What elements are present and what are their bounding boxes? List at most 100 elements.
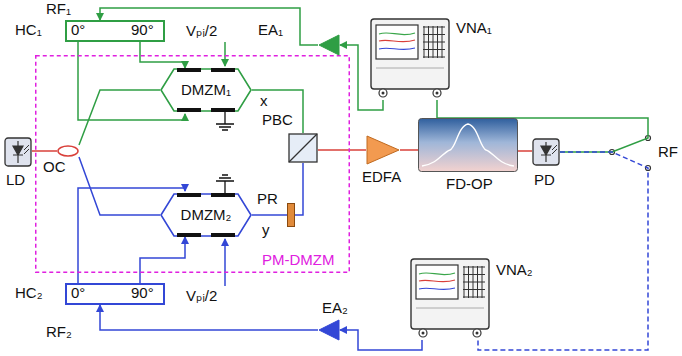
ground-symbol: [216, 175, 234, 193]
rf-cable: [252, 214, 287, 216]
signal-label: x: [260, 93, 268, 109]
drawing-stroke: [476, 332, 479, 335]
modulator-region: PM-DMZM DMZM₁ DMZM₂ OC PBC PR: [35, 55, 350, 273]
drawing-stroke: [383, 89, 437, 90]
node-label: VNA₂: [496, 262, 533, 278]
drawing-stroke: [379, 48, 415, 49]
drawing-stroke: [416, 265, 458, 299]
hybrid-coupler: HC₂0°90°: [65, 283, 165, 305]
port-label: 0°: [71, 22, 85, 38]
drawing-stroke: [66, 284, 164, 304]
drawing-stroke: [422, 124, 514, 166]
drawing-stroke: [411, 259, 489, 329]
laser-diode-outline: [4, 137, 32, 167]
drawing-stroke: [13, 141, 23, 163]
beam-combiner-outline: [288, 133, 318, 163]
electrical-amplifier-outline: [318, 34, 340, 56]
node-label: DMZM₂: [181, 207, 232, 223]
ground-symbol: [216, 112, 234, 130]
laser-diode: LD: [4, 137, 32, 167]
drawing-stroke: [436, 92, 439, 95]
drawing-stroke: [177, 195, 235, 235]
drawing-stroke: [376, 25, 418, 59]
drawing-stroke: [541, 142, 551, 162]
bias-arrow: [224, 239, 226, 286]
rf-cable: [79, 90, 160, 145]
rf-cable: [140, 237, 185, 283]
optical-path: [32, 150, 57, 152]
node-label: OC: [43, 159, 66, 175]
node-label: FD-OP: [446, 176, 493, 192]
node-label: EA₁: [258, 22, 283, 38]
port-label: 0°: [71, 285, 85, 301]
drawing-stroke: [376, 68, 444, 69]
beam-combiner: PBC: [288, 133, 318, 163]
port-label: 90°: [131, 22, 154, 38]
polarization-rotator-outline: [287, 203, 295, 227]
rf-cable: [100, 305, 318, 330]
drawing-stroke: [288, 204, 295, 227]
drawing-stroke: [379, 33, 415, 35]
signal-label: RF₂: [46, 324, 72, 340]
ground-symbol: [216, 112, 234, 193]
node-label: PR: [257, 191, 278, 207]
drawing-stroke: [36, 56, 350, 273]
drawing-stroke: [371, 19, 449, 89]
drawing-stroke: [58, 146, 78, 156]
drawing-stroke: [419, 329, 427, 337]
drawing-stroke: [379, 40, 415, 42]
port-label: 90°: [131, 285, 154, 301]
node-label: PM-DMZM: [262, 252, 334, 268]
polarization-rotator: PR: [287, 203, 295, 227]
node-label: EA₂: [322, 300, 348, 316]
network-analyzer: VNA₂: [410, 258, 490, 340]
rf-switch: [610, 136, 651, 171]
drawing-stroke: [533, 139, 559, 165]
rf-cable: [295, 163, 303, 215]
drawing-stroke: [422, 332, 425, 335]
signal-label: Vₚᵢ/2: [186, 288, 217, 304]
rf-cable: [252, 90, 303, 133]
rf-cable: [478, 152, 648, 350]
optical-path: [318, 149, 366, 151]
drawing-stroke: [419, 288, 455, 289]
optical-path: [518, 150, 532, 152]
drawing-stroke: [463, 266, 485, 298]
node-label: VNA₁: [456, 20, 492, 36]
drawing-stroke: [419, 280, 455, 282]
optical-amplifier-outline: [366, 135, 400, 165]
drawing-stroke: [161, 194, 251, 236]
node-label: EDFA: [362, 169, 401, 185]
optical-coupler-outline: [57, 145, 79, 157]
drawing-stroke: [379, 89, 387, 97]
drawing-stroke: [382, 92, 385, 95]
drawing-stroke: [289, 134, 317, 162]
drawing-stroke: [367, 136, 399, 164]
electrical-amplifier: EA₂: [318, 319, 340, 341]
drawing-stroke: [319, 35, 339, 55]
electrical-amplifier-outline: [318, 319, 340, 341]
signal-label: RF: [658, 144, 678, 160]
optical-amplifier: EDFA: [366, 135, 400, 165]
electrical-amplifier: EA₁: [318, 34, 340, 56]
rf-cable: [79, 157, 160, 215]
signal-label: y: [262, 222, 270, 238]
signal-label: Vₚᵢ/2: [186, 23, 217, 39]
node-label: PBC: [262, 112, 293, 128]
optical-filter-outline: [418, 118, 518, 172]
drawing-stroke: [289, 134, 317, 162]
drawing-stroke: [423, 329, 477, 330]
photodetector: PD: [532, 138, 560, 166]
node-label: DMZM₁: [181, 82, 231, 98]
drawing-stroke: [419, 273, 455, 275]
drawing-stroke: [423, 26, 445, 58]
optical-coupler: OC: [57, 145, 79, 157]
node-label: HC₁: [15, 22, 42, 38]
drawing-stroke: [177, 70, 235, 110]
drawing-stroke: [66, 21, 164, 41]
network-analyzer-outline: [370, 18, 450, 100]
drawing-stroke: [161, 69, 251, 111]
drawing-stroke: [24, 145, 29, 154]
signal-label: RF₁: [46, 1, 71, 17]
